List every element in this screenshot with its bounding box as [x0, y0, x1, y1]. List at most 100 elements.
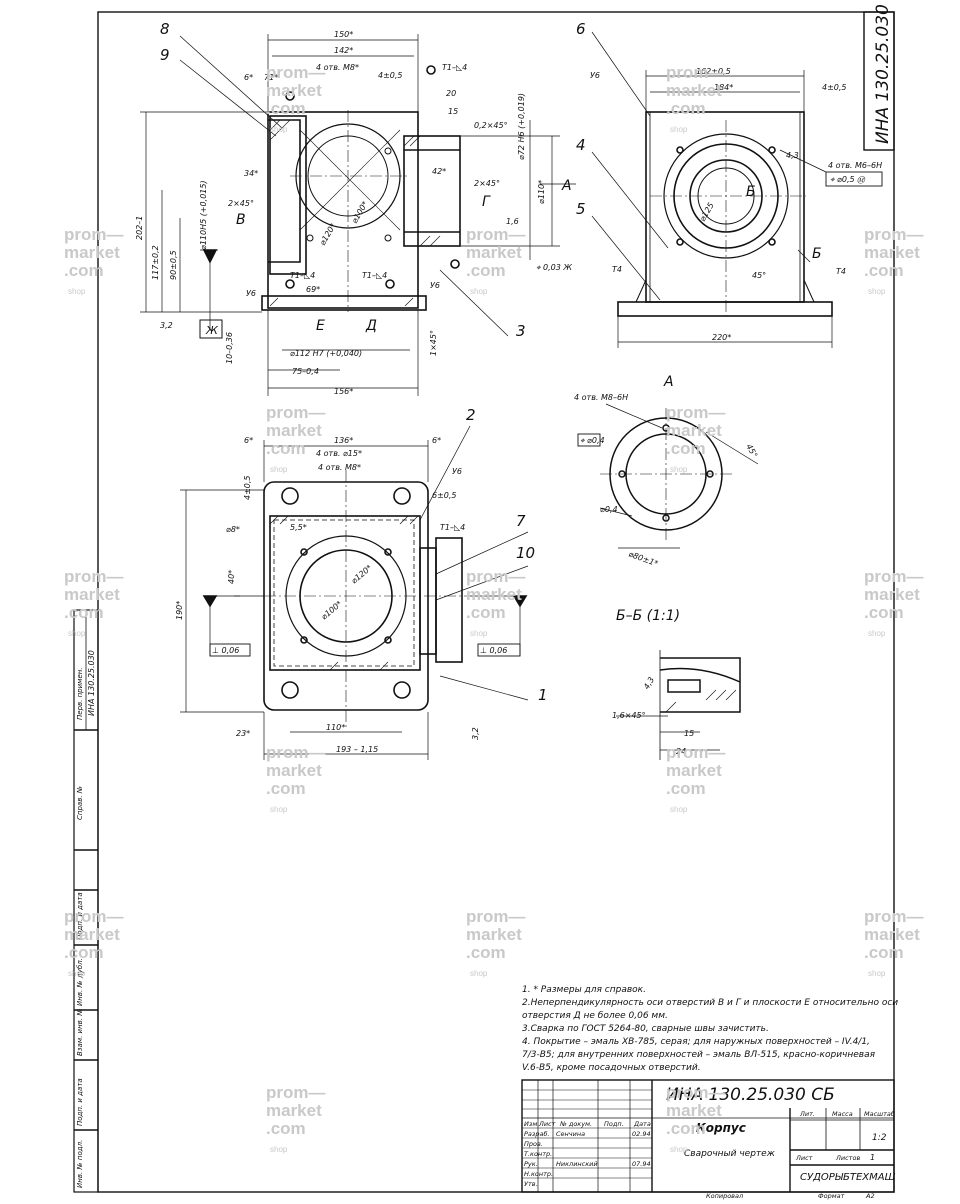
tb-role-1: Пров. — [524, 1140, 543, 1148]
strip-perv: Перв. примен. — [76, 667, 84, 720]
dim-d120b: ⌀120* — [350, 563, 374, 585]
dim-va-d80: ⌀80±1* — [627, 549, 659, 568]
dim-bb-43: 4,3 — [642, 675, 656, 691]
dim-6b: 6±0,5 — [432, 491, 457, 500]
tb-role-4: Н.контр. — [524, 1170, 553, 1178]
section-bb-label: Б–Б (1:1) — [616, 608, 680, 624]
tb-sheets-count: 1 — [870, 1153, 875, 1162]
dim-t4-left: Т4 — [612, 265, 622, 274]
note-4c: V.6-В5, кроме посадочных отверстий. — [522, 1063, 701, 1073]
dim-t4-right: Т4 — [836, 267, 846, 276]
letter-e: Е — [316, 318, 325, 334]
tb-col-podp: Подп. — [604, 1120, 624, 1128]
tb-col-izm: Изм. — [524, 1120, 539, 1128]
dim-d100b: ⌀100* — [320, 599, 344, 621]
note-4b: 7/3-В5; для внутренних поверхностей – эм… — [522, 1050, 876, 1060]
dim-193: 193 – 1,15 — [336, 745, 378, 754]
dim-rough-32b: 3,2 — [471, 727, 480, 740]
dim-150: 150* — [334, 30, 353, 39]
dim-rough-16: 1,6 — [506, 217, 519, 226]
dim-71: 71* — [264, 73, 278, 82]
dim-d112: ⌀112 Н7 (+0,040) — [290, 349, 362, 358]
tb-col-list: Лист — [538, 1120, 556, 1128]
note-2: 2.Неперпендикулярность оси отверстий В и… — [522, 998, 899, 1008]
tb-lit: Лит. — [799, 1110, 815, 1118]
dim-y6-topv: У6 — [452, 467, 462, 476]
strip-inv-dubl: Инв. № дубл. — [76, 958, 84, 1006]
tb-mass: Масса — [832, 1110, 853, 1118]
dim-va-d: ⌀0,4 — [600, 505, 618, 514]
dim-thread-m8: 4 отв. М8* — [316, 63, 359, 72]
dim-d125: ⌀125 — [698, 201, 716, 223]
dim-rough-32: 3,2 — [160, 321, 173, 330]
strip-vzam: Взам. инв. № — [76, 1008, 84, 1056]
strip-inv-podl: Инв. № подл. — [76, 1140, 84, 1188]
dim-4-side: 4±0,5 — [822, 83, 847, 92]
technical-notes: 1. * Размеры для справок. 2.Неперпендику… — [522, 984, 902, 1075]
dim-162: 162±0,5 — [696, 67, 731, 76]
dim-d72: ⌀72 Н6 (+0,019) — [517, 93, 526, 160]
callout-4: 4 — [576, 136, 586, 154]
letter-a: А — [561, 178, 572, 194]
tb-date-1: 07.94 — [632, 1160, 651, 1168]
callout-9: 9 — [160, 46, 170, 64]
dim-perp-left: ⊥ 0,06 — [212, 646, 239, 655]
callout-2: 2 — [466, 406, 476, 424]
tb-role-5: Утв. — [524, 1180, 538, 1188]
dim-90: 90±0,5 — [169, 250, 178, 280]
tb-sheets: Листов — [835, 1154, 860, 1162]
dim-142: 142* — [334, 46, 353, 55]
dim-position: ⌖ ⌀0,5 Ⓜ — [830, 175, 866, 184]
dim-flatness: ⌖ 0,03 Ж — [536, 263, 572, 272]
dim-d120: ⌀120* — [318, 222, 338, 247]
dim-2x45-right: 2×45° — [474, 179, 500, 188]
dim-y6-left: У6 — [246, 289, 256, 298]
dim-45-side: 45° — [752, 271, 766, 280]
letter-g: Г — [482, 194, 491, 210]
tb-date-0: 02.94 — [632, 1130, 651, 1138]
dim-6-top-r: 6* — [432, 436, 441, 445]
dim-bb-15: 15 — [684, 729, 694, 738]
dim-136: 136* — [334, 436, 353, 445]
dim-10: 10–0,36 — [225, 332, 234, 364]
dim-perp-right: ⊥ 0,06 — [480, 646, 507, 655]
dim-2x45: 2×45° — [228, 199, 254, 208]
dim-t1-mid: Т1–◺4 — [290, 271, 315, 280]
dim-va-thread: 4 отв. М8–6Н — [574, 393, 628, 402]
side-view — [591, 31, 883, 348]
dim-d110: ⌀110* — [537, 180, 546, 204]
dim-20: 20 — [446, 89, 456, 98]
dim-110: 110* — [326, 723, 345, 732]
tb-role-0: Разраб. — [524, 1130, 550, 1138]
top-view — [180, 425, 529, 760]
callout-1: 1 — [538, 686, 548, 704]
dim-6-top: 6* — [244, 436, 253, 445]
dim-4-topv: 4±0,5 — [243, 475, 252, 500]
dim-va-tag: ⌖ ⌀0,4 — [580, 436, 605, 445]
dim-bb-ch: 1,6×45° — [612, 711, 646, 720]
dim-t1-top: Т1–◺4 — [442, 63, 467, 72]
dim-t1-mid2: Т1–◺4 — [362, 271, 387, 280]
letter-zh: Ж — [205, 324, 219, 337]
front-view — [140, 34, 576, 396]
dim-m8-top: 4 отв. М8* — [318, 463, 361, 472]
strip-podp2: Подп. и дата — [76, 1078, 84, 1126]
callout-7: 7 — [516, 512, 526, 530]
strip-sprav: Справ. № — [76, 786, 84, 820]
dim-6: 6* — [244, 73, 253, 82]
tb-name-0: Сенчина — [556, 1130, 585, 1138]
tb-format: Формат — [818, 1192, 845, 1200]
tb-sheet: Лист — [795, 1154, 813, 1162]
strip-perv-code: ИНА 130.25.030 — [87, 650, 96, 716]
